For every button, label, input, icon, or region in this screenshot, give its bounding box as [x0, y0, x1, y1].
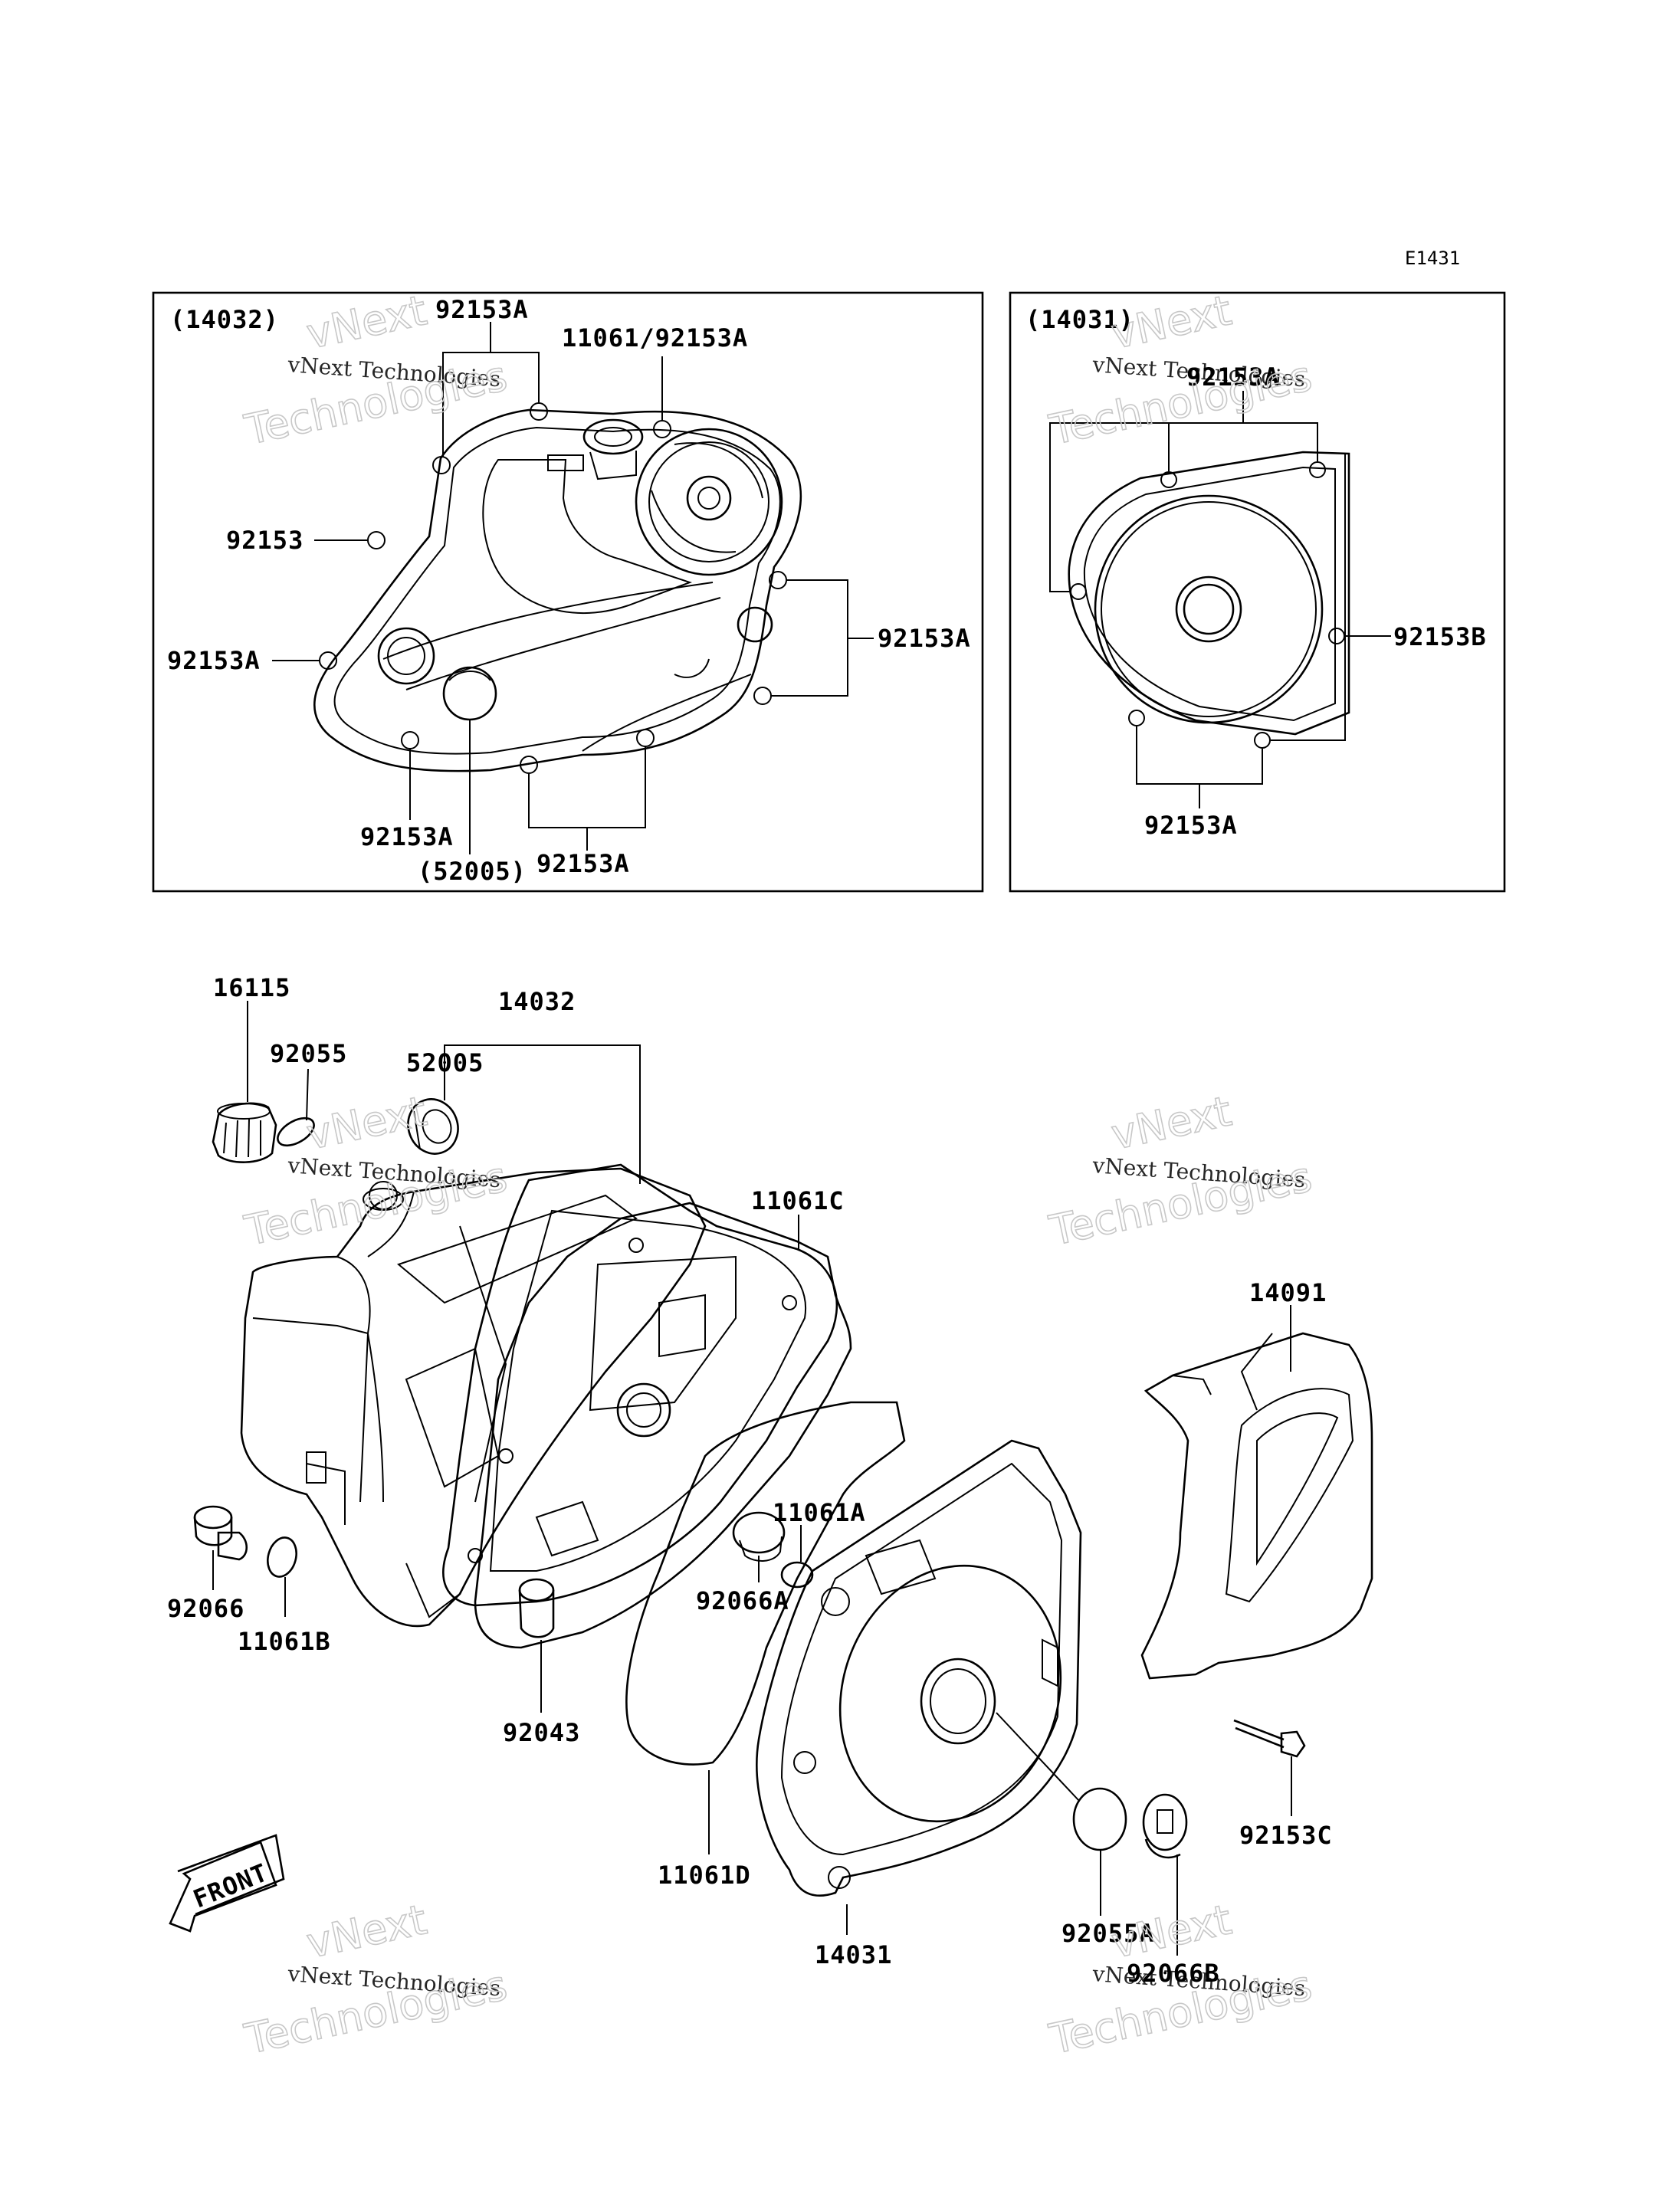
label-inset-left-92153: 92153: [226, 526, 304, 555]
watermark-bottom-left: vNext vNext Technologies Technologies: [240, 1894, 512, 2064]
label-14032: 14032: [498, 987, 576, 1016]
label-inset-left-92153A-bottom-left: 92153A: [360, 822, 454, 851]
svg-text:vNext: vNext: [303, 1087, 431, 1159]
svg-text:vNext: vNext: [303, 286, 431, 358]
label-16115: 16115: [213, 973, 290, 1002]
label-14031: 14031: [815, 1940, 892, 1969]
label-92153C: 92153C: [1239, 1821, 1333, 1850]
label-11061C: 11061C: [751, 1186, 845, 1215]
part-14032-clutch-cover: [442, 1163, 838, 1607]
part-92066A-plug: [732, 1511, 786, 1562]
svg-text:vNext: vNext: [303, 1895, 431, 1967]
label-inset-left-92153A-right: 92153A: [878, 624, 971, 653]
part-92043-dowel: [518, 1578, 555, 1638]
part-92055A-oring: [1072, 1787, 1127, 1851]
label-92066B: 92066B: [1127, 1959, 1220, 1988]
part-11061C-gasket: [474, 1202, 852, 1649]
part-92055-oring: [277, 1117, 315, 1147]
label-inset-right-92153A-bottom: 92153A: [1144, 811, 1238, 840]
svg-text:vNext: vNext: [1107, 1087, 1235, 1159]
label-inset-right-92153B: 92153B: [1393, 622, 1487, 651]
inset-left-cover-drawing: [313, 402, 802, 774]
diagram-code: E1431: [1405, 248, 1460, 269]
part-11061A-oring: [780, 1561, 814, 1589]
watermark-mid-right: vNext vNext Technologies Technologies: [1045, 1086, 1317, 1255]
label-52005: 52005: [406, 1048, 484, 1077]
part-11061D-gasket: [625, 1401, 906, 1766]
label-inset-left-92153A-left: 92153A: [167, 646, 261, 675]
label-11061B: 11061B: [238, 1627, 331, 1656]
label-11061A: 11061A: [773, 1498, 866, 1527]
watermark-mid-left: vNext vNext Technologies Technologies: [240, 1086, 512, 1255]
label-92066A: 92066A: [696, 1586, 789, 1615]
label-92043: 92043: [503, 1718, 580, 1747]
inset-right-leaders: [1049, 391, 1391, 808]
label-inset-left-92153A-bottom: 92153A: [536, 849, 630, 878]
label-11061D: 11061D: [658, 1861, 751, 1890]
part-16115-cap: [212, 1102, 277, 1163]
part-92066B-plug: [1142, 1793, 1188, 1859]
inset-right-title: (14031): [1025, 305, 1134, 334]
inset-left-title: (14032): [170, 305, 279, 334]
part-11061B-oring: [267, 1536, 297, 1578]
inset-right-frame: [1009, 291, 1506, 893]
inset-left-frame: [152, 291, 984, 893]
engine-crankcase-drawing: [240, 1167, 707, 1628]
label-14091: 14091: [1249, 1278, 1327, 1307]
inset-left-leaders: [272, 322, 874, 854]
part-14091-sprocket-cover: [1140, 1332, 1373, 1680]
inset-right-cover-drawing: [1068, 451, 1350, 749]
label-inset-left-52005: (52005): [418, 857, 527, 886]
front-direction-arrow: FRONT: [169, 1834, 285, 1933]
inset-left: (14032): [152, 291, 984, 893]
label-inset-left-11061-92153A: 11061/92153A: [562, 323, 748, 353]
part-14031-magneto-cover: [756, 1439, 1082, 1897]
part-92066-plug: [193, 1505, 248, 1561]
svg-text:vNext: vNext: [1107, 286, 1235, 358]
part-92153C-bolt: [1233, 1719, 1306, 1758]
inset-right: (14031) 92153A 92153B 92153A: [1009, 291, 1506, 893]
main-leaders: [212, 1001, 1292, 1956]
part-52005-seal: [407, 1098, 459, 1155]
label-inset-right-92153A-top: 92153A: [1186, 362, 1280, 392]
label-92055: 92055: [270, 1039, 347, 1068]
label-92066: 92066: [167, 1594, 244, 1623]
main-exploded-view: FRONT 16115 92055 14032 52005 11061C: [167, 973, 1373, 1988]
svg-text:vNext: vNext: [1107, 1895, 1235, 1967]
label-inset-left-92153A-top: 92153A: [435, 295, 529, 324]
label-92055A: 92055A: [1061, 1919, 1155, 1948]
